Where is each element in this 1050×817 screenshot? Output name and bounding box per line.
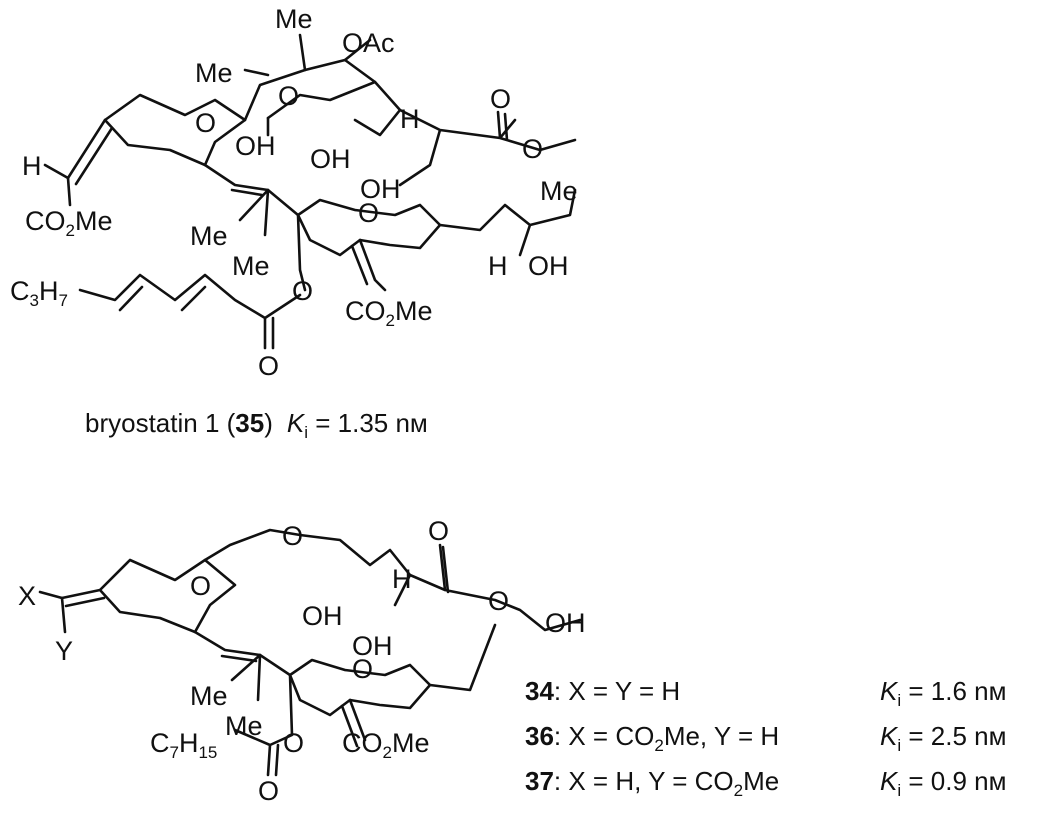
co2me-mid-label: CO2Me	[345, 296, 432, 330]
h-left-label: H	[22, 151, 42, 181]
ch-to-h-left	[43, 163, 70, 180]
co2me-left-label: CO2Me	[25, 206, 112, 240]
analog-x-label: X	[18, 581, 36, 611]
carbonyl-o-label: O	[490, 84, 511, 114]
oh-top-label: OH	[310, 144, 351, 174]
analog-y-bond	[60, 596, 67, 634]
c3h7-label: C3H7	[10, 276, 68, 310]
right-chain	[438, 188, 577, 257]
analog-quat-me	[230, 653, 262, 702]
oh-hemi-label: OH	[235, 131, 276, 161]
analog-x-bond	[38, 590, 64, 600]
compound-36-desc: 36: X = CO2Me, Y = H	[525, 721, 779, 755]
co2me-mid-bond	[350, 238, 387, 292]
analog-alkene-chain	[193, 630, 292, 677]
ester-o-label: O	[522, 134, 543, 164]
chain-to-ester	[398, 108, 577, 187]
compound-37-ki: Ki = 0.9 nм	[880, 766, 1006, 800]
analog-ring-b	[203, 528, 412, 607]
analog-me-quat1-label: Me	[190, 681, 228, 711]
analog-oh-top-label: OH	[302, 601, 343, 631]
analog-ring-o3-label: O	[352, 654, 373, 684]
oac-bond	[343, 38, 372, 62]
me-top-label: Me	[275, 4, 313, 34]
ring-c-top	[353, 80, 402, 137]
analog-ester-down	[233, 673, 294, 777]
oh-mid-label: OH	[360, 174, 401, 204]
ch-to-co2me-left	[66, 176, 72, 207]
analog-ring-c	[288, 658, 432, 717]
bryostatin-caption: bryostatin 1 (35)Ki = 1.35 nм	[85, 408, 428, 442]
carbonyl-o2-label: O	[258, 351, 279, 381]
dienoate-chain	[78, 273, 302, 350]
oh-right-label: OH	[528, 251, 569, 281]
h-c-label: H	[400, 104, 420, 134]
analog-c7h15-label: C7H15	[150, 728, 217, 762]
me-right-label: Me	[540, 176, 578, 206]
analog-co2me-label: CO2Me	[342, 728, 429, 762]
analog-y-label: Y	[55, 636, 73, 666]
analog-exo-alkene	[60, 588, 106, 608]
alkene-chain-left	[203, 163, 300, 217]
ester-down	[296, 213, 307, 292]
ring-o2-label: O	[195, 108, 216, 138]
ring-b-bonds	[243, 58, 377, 122]
compound-37-desc: 37: X = H, Y = CO2Me	[525, 766, 779, 800]
ester-o2-label: O	[292, 276, 313, 306]
analog-ring-o2-label: O	[190, 571, 211, 601]
ring-o1-label: O	[278, 81, 299, 111]
analog-oh-mid-label: OH	[352, 631, 393, 661]
analog-ring-a	[98, 558, 237, 634]
me-left-label: Me	[195, 58, 233, 88]
analog-oh-right-label: OH	[545, 608, 586, 638]
bryostatin-structure	[43, 33, 577, 350]
ring-o3-label: O	[358, 198, 379, 228]
ring-b-me	[243, 68, 270, 77]
compound-list: 34: X = Y = H Ki = 1.6 nм 36: X = CO2Me,…	[525, 676, 1006, 800]
ring-c-lower	[296, 198, 442, 257]
compound-34-ki: Ki = 1.6 nм	[880, 676, 1006, 710]
analog-me-quat2-label: Me	[225, 711, 263, 741]
compound-36-ki: Ki = 2.5 nм	[880, 721, 1006, 755]
quat-me-bonds	[238, 188, 270, 237]
ring-a-bonds	[103, 93, 247, 167]
me-quat1-label: Me	[190, 221, 228, 251]
h-right-label: H	[488, 251, 508, 281]
ring-b-me2	[298, 33, 307, 72]
analog-structure	[38, 528, 582, 777]
analog-co2me-bond	[340, 698, 367, 748]
analog-ester-o2-label: O	[283, 728, 304, 758]
me-quat2-label: Me	[232, 251, 270, 281]
compound-34-desc: 34: X = Y = H	[525, 676, 680, 706]
analog-right-chain	[428, 623, 497, 692]
analog-ester-o-label: O	[488, 586, 509, 616]
analog-ring-o1-label: O	[282, 521, 303, 551]
analog-h-c-label: H	[392, 564, 412, 594]
bryostatin-labels: Me OAc Me O O OH H CO2Me H O O OH OH O M…	[10, 4, 578, 381]
oac-label: OAc	[342, 28, 395, 58]
analog-carbonyl-o-label: O	[428, 516, 449, 546]
analog-labels: O O X Y H O O OH OH O OH Me Me C7H15 O C…	[18, 516, 586, 806]
analog-carbonyl-o2-label: O	[258, 776, 279, 806]
exo-alkene-left	[66, 118, 114, 186]
analog-ester-chain	[408, 543, 582, 632]
